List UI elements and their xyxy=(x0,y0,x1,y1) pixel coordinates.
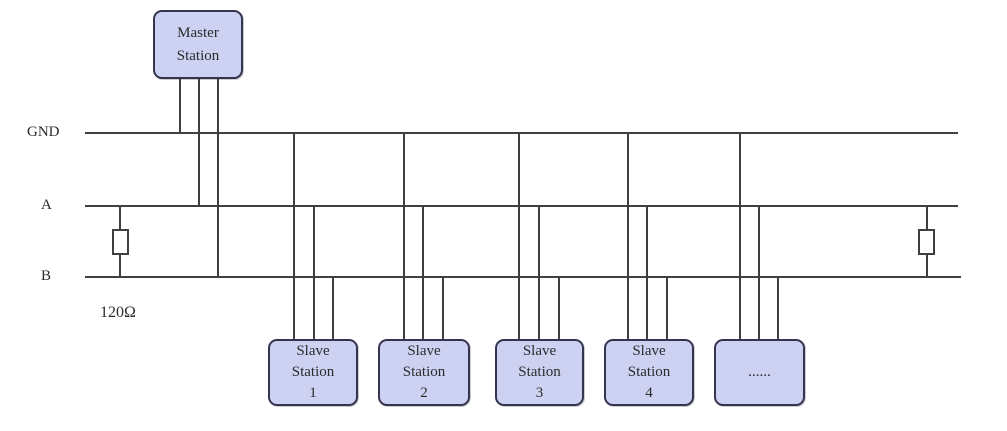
master-gnd-drop-wire xyxy=(179,79,181,133)
gnd-bus-label: GND xyxy=(27,124,60,140)
slave2-b-drop-wire xyxy=(442,277,444,339)
slave-station-1-label-line2: Station xyxy=(291,364,335,380)
slave5-gnd-drop-wire xyxy=(739,133,741,339)
slave-station-2-label-line2: Station xyxy=(402,364,446,380)
a-bus-line xyxy=(85,205,958,207)
slave-station-3-label-line1: Slave xyxy=(522,343,557,359)
a-bus-label: A xyxy=(41,197,52,213)
master-b-drop-wire xyxy=(217,79,219,277)
slave-station-1-label-line3: 1 xyxy=(309,385,317,401)
slave-station-more-ellipsis-label: ...... xyxy=(748,364,771,380)
slave4-a-drop-wire xyxy=(646,206,648,339)
slave-station-2-label-line1: Slave xyxy=(407,343,441,359)
slave-station-more-node: ...... xyxy=(714,339,805,406)
slave4-b-drop-wire xyxy=(666,277,668,339)
gnd-bus-line xyxy=(85,132,958,134)
right-terminator-resistor-icon xyxy=(918,229,935,255)
master-station-node: Master Station xyxy=(153,10,243,79)
slave2-a-drop-wire xyxy=(422,206,424,339)
slave4-gnd-drop-wire xyxy=(627,133,629,339)
slave1-b-drop-wire xyxy=(332,277,334,339)
termination-resistance-label: 120Ω xyxy=(100,304,136,321)
slave-station-4-label-line2: Station xyxy=(627,364,671,380)
slave3-gnd-drop-wire xyxy=(518,133,520,339)
slave-station-2-node: Slave Station 2 xyxy=(378,339,470,406)
slave-station-3-node: Slave Station 3 xyxy=(495,339,584,406)
slave2-gnd-drop-wire xyxy=(403,133,405,339)
slave-station-1-node: Slave Station 1 xyxy=(268,339,358,406)
master-station-label-line2: Station xyxy=(176,47,220,64)
slave1-gnd-drop-wire xyxy=(293,133,295,339)
left-terminator-resistor-icon xyxy=(112,229,129,255)
b-bus-label: B xyxy=(41,268,52,284)
slave-station-1-label-line1: Slave xyxy=(296,343,330,359)
slave5-a-drop-wire xyxy=(758,206,760,339)
slave1-a-drop-wire xyxy=(313,206,315,339)
slave-station-4-label-line3: 4 xyxy=(645,385,653,401)
master-a-drop-wire xyxy=(198,79,200,206)
slave3-b-drop-wire xyxy=(558,277,560,339)
slave-station-3-label-line2: Station xyxy=(518,364,561,380)
slave-station-4-label-line1: Slave xyxy=(632,343,666,359)
b-bus-line xyxy=(85,276,961,278)
slave3-a-drop-wire xyxy=(538,206,540,339)
slave5-b-drop-wire xyxy=(777,277,779,339)
slave-station-2-label-line3: 2 xyxy=(420,385,428,401)
master-station-label-line1: Master xyxy=(177,24,219,41)
slave-station-4-node: Slave Station 4 xyxy=(604,339,694,406)
slave-station-3-label-line3: 3 xyxy=(535,385,544,401)
